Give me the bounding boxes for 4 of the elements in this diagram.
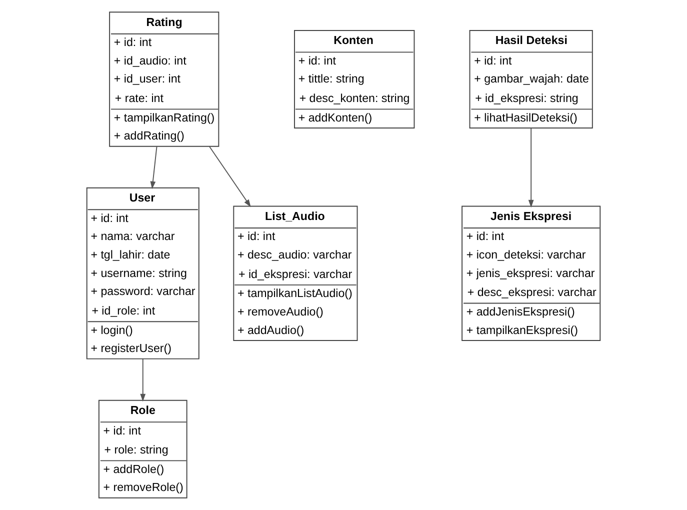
arrow	[209, 146, 251, 208]
arrow	[150, 146, 158, 190]
arrow	[140, 358, 146, 402]
arrow	[528, 128, 534, 208]
